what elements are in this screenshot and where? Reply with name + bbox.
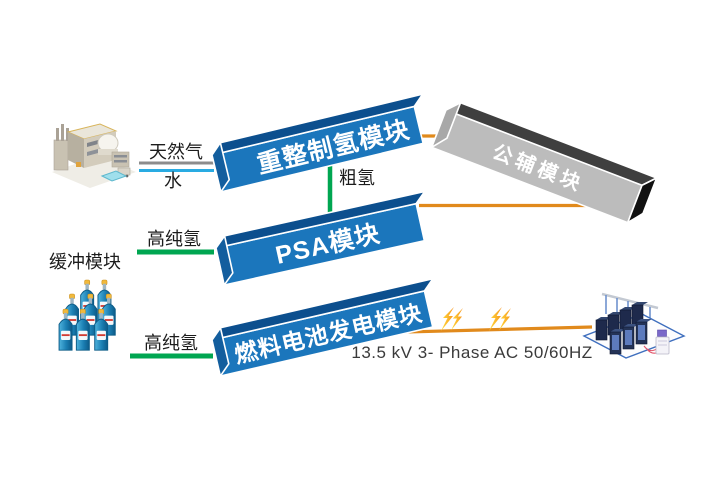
lightning-bolt bbox=[451, 308, 463, 331]
server-cabinet bbox=[623, 324, 639, 327]
factory-chimney bbox=[66, 128, 69, 141]
cabinet-door bbox=[625, 330, 632, 345]
cabinet-door bbox=[612, 335, 619, 350]
lightning-bolt bbox=[489, 307, 502, 331]
factory-main-front bbox=[68, 132, 84, 168]
server-racks-icon bbox=[582, 292, 686, 359]
lightning-bolt-icon bbox=[441, 307, 463, 331]
psa-end-face bbox=[215, 235, 234, 286]
ac-output-label: 13.5 kV 3- Phase AC 50/60HZ bbox=[351, 343, 592, 362]
reformer-module-box: 重整制氢模块 bbox=[211, 93, 424, 193]
server-cabinet bbox=[636, 319, 652, 322]
reformer-end-face bbox=[211, 141, 231, 193]
control-cart bbox=[655, 329, 670, 355]
factory-icon bbox=[52, 123, 136, 188]
cart-screen bbox=[657, 329, 667, 337]
factory-annex-windows bbox=[114, 160, 127, 163]
factory-dome-base bbox=[98, 149, 118, 155]
lightning-bolt bbox=[441, 307, 454, 331]
lightning-bolt-icon bbox=[489, 307, 511, 331]
server-cabinet bbox=[595, 319, 608, 341]
factory-pool bbox=[100, 170, 128, 182]
cabinet-door bbox=[638, 325, 645, 340]
factory-door bbox=[76, 162, 81, 167]
utility-module-box: 公辅模块 bbox=[430, 101, 658, 224]
buffer-module-label: 缓冲模块 bbox=[49, 252, 121, 272]
water-label: 水 bbox=[164, 171, 182, 191]
rack-row-back bbox=[595, 302, 648, 341]
utility-end-face-right bbox=[626, 177, 658, 224]
crude-hydrogen-label: 粗氢 bbox=[339, 168, 375, 188]
factory-boiler-house bbox=[53, 139, 69, 171]
fuel-cell-end-face bbox=[211, 326, 230, 377]
factory-chimney bbox=[56, 128, 59, 141]
psa-module-box: PSA模块 bbox=[215, 190, 426, 286]
server-cabinet bbox=[610, 329, 626, 332]
rack-rail bbox=[601, 292, 659, 310]
lightning-bolt bbox=[499, 308, 511, 331]
factory-annex bbox=[111, 151, 130, 168]
natural-gas-label: 天然气 bbox=[149, 142, 203, 162]
server-cabinet bbox=[632, 302, 648, 305]
utility-end-face-left bbox=[430, 101, 462, 149]
factory-chimney bbox=[61, 124, 64, 141]
pure-hydrogen-label-bottom: 高纯氢 bbox=[144, 333, 198, 353]
rack-row-front bbox=[609, 319, 652, 355]
pure-hydrogen-label-top: 高纯氢 bbox=[147, 229, 201, 249]
factory-annex-windows bbox=[114, 155, 127, 158]
gas-cylinders-icon bbox=[58, 279, 116, 351]
